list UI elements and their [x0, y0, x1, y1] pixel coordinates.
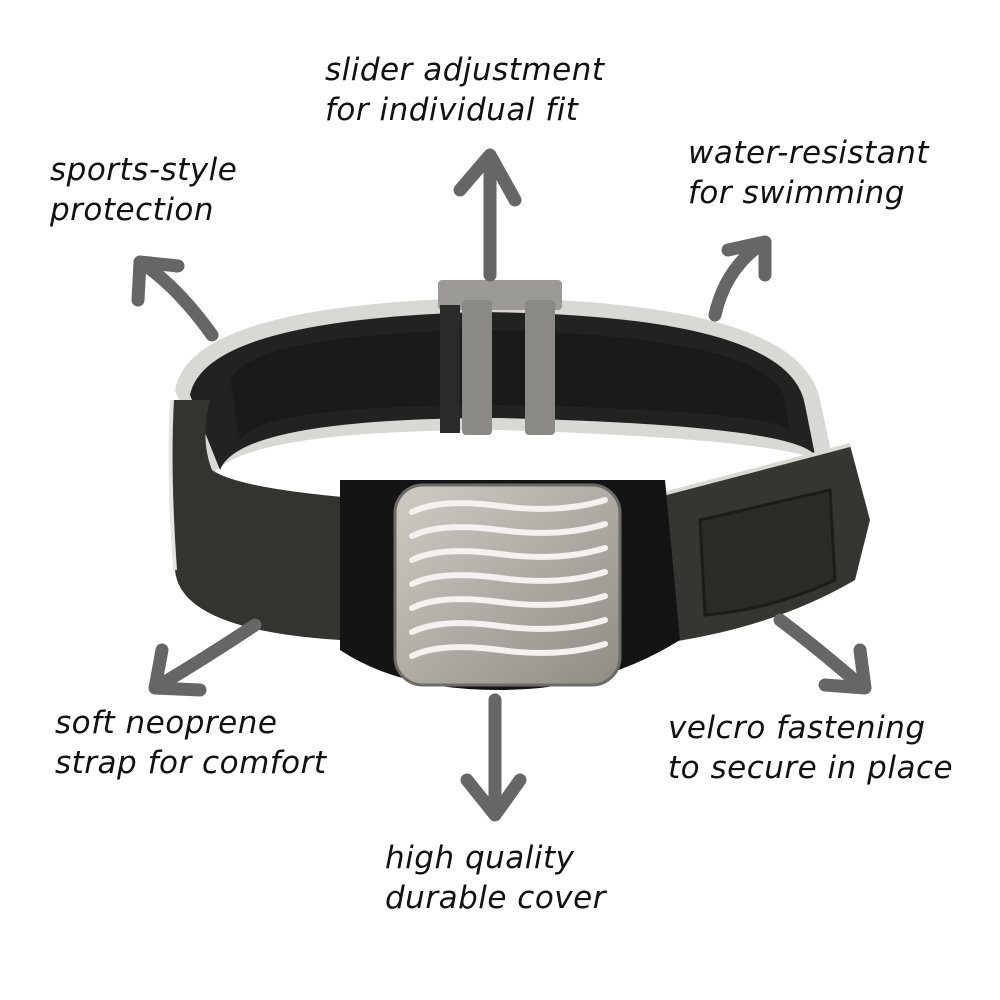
- arrow-sports: [131, 255, 219, 342]
- arrow-velcro: [773, 613, 872, 695]
- cover-wave-line: [409, 545, 608, 563]
- slider-buckle: [438, 280, 562, 435]
- arrow-slider: [453, 148, 522, 282]
- label-water-resistant: water-resistant for swimming: [688, 135, 929, 211]
- cover-wave-line: [409, 641, 608, 659]
- cover-wave-line: [409, 497, 608, 515]
- label-velcro: velcro fastening to secure in place: [668, 710, 954, 786]
- device-cover: [340, 480, 680, 690]
- cover-wave-line: [409, 617, 608, 635]
- cover-wave-line: [409, 521, 608, 539]
- arrow-neoprene: [148, 618, 262, 697]
- arrow-cover: [460, 693, 527, 822]
- label-high-quality: high quality durable cover: [385, 840, 606, 916]
- cover-wave-line: [409, 593, 608, 611]
- label-soft-neoprene: soft neoprene strap for comfort: [55, 705, 327, 781]
- arrows: [131, 148, 872, 822]
- label-sports-style: sports-style protection: [50, 152, 238, 228]
- strap: [168, 298, 870, 645]
- label-slider-adjustment: slider adjustment for individual fit: [325, 52, 605, 128]
- arrow-water: [708, 235, 772, 322]
- cover-wave-line: [409, 569, 608, 587]
